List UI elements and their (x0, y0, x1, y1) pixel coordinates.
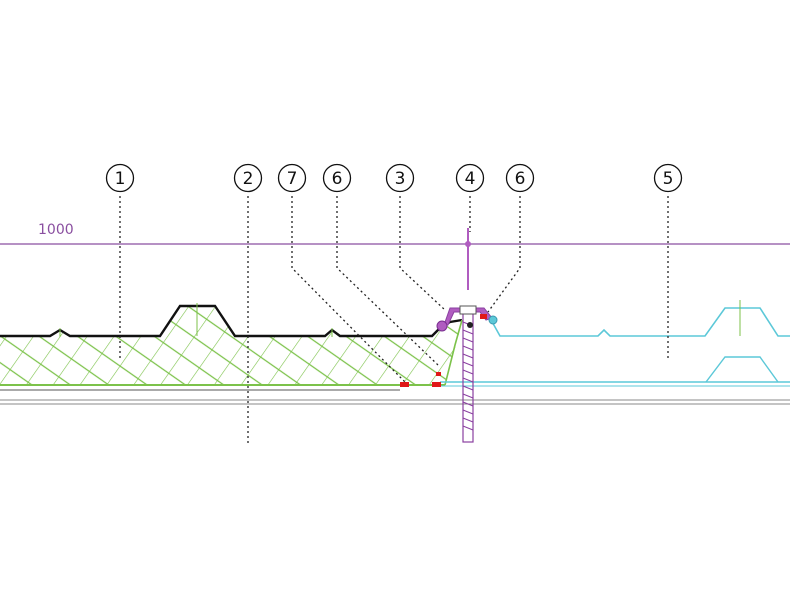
callout-4: 4 (455, 163, 485, 193)
callout-5: 5 (653, 163, 683, 193)
callout-6b-label: 6 (515, 169, 526, 189)
callout-2: 2 (233, 163, 263, 193)
seal-lower-c (436, 372, 441, 376)
leader-6b (487, 196, 521, 313)
callout-3-label: 3 (395, 169, 406, 189)
adjacent-panel-top (489, 307, 790, 337)
fastener-screw (459, 228, 477, 443)
seal-lower-b (432, 382, 441, 387)
dimension-label: 1000 (38, 222, 74, 238)
leader-3 (399, 196, 446, 311)
callout-6a-label: 6 (332, 169, 343, 189)
callout-1: 1 (105, 163, 135, 193)
leader-7 (291, 196, 406, 383)
callout-7-label: 7 (287, 169, 298, 189)
seal-lower-a (400, 382, 409, 387)
adjacent-panel-rib (705, 356, 779, 383)
callout-1-label: 1 (115, 169, 126, 189)
cap-bead-left (436, 320, 448, 332)
callout-3: 3 (385, 163, 415, 193)
seal-top (480, 314, 487, 319)
panel-joint-edge (444, 319, 463, 386)
callout-6a: 6 (322, 163, 352, 193)
callout-2-label: 2 (243, 169, 254, 189)
cap-bead-right (488, 315, 498, 325)
leader-6a (336, 196, 439, 366)
insulation-core (0, 306, 460, 385)
gasket-bead (467, 322, 473, 328)
callout-4-label: 4 (465, 169, 476, 189)
callout-6b: 6 (505, 163, 535, 193)
panel-top-sheet (0, 304, 463, 338)
leader-lines (119, 196, 669, 445)
callout-5-label: 5 (663, 169, 674, 189)
callout-7: 7 (277, 163, 307, 193)
